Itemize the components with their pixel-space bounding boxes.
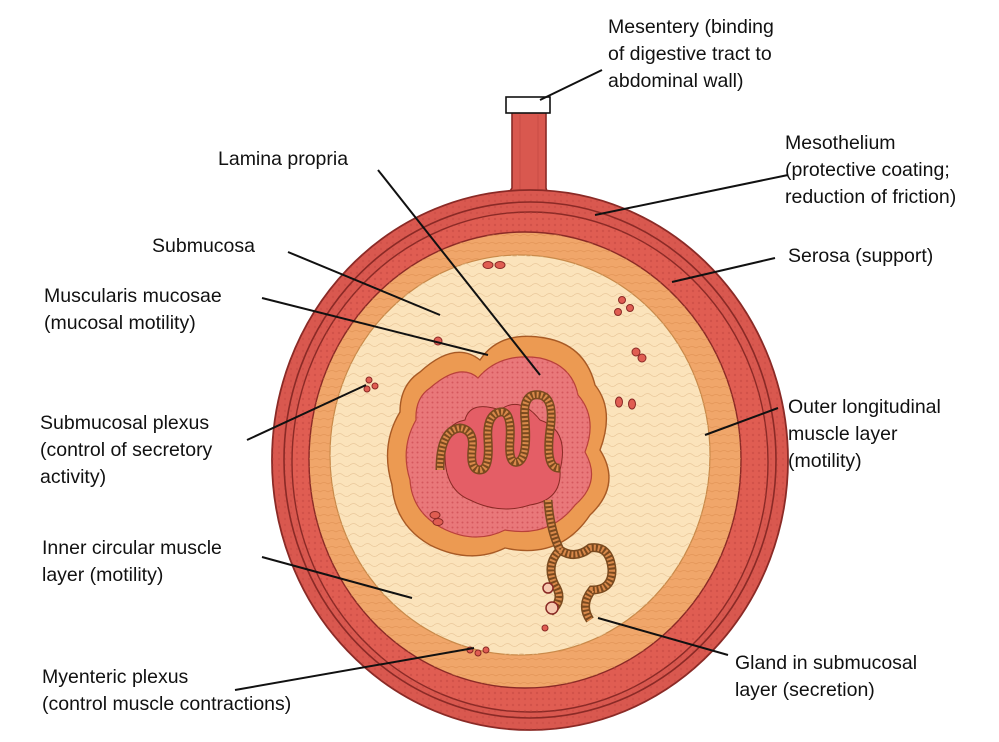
lumen — [443, 403, 563, 510]
leader-myenteric-plexus — [234, 647, 475, 691]
label-mesothelium: Mesothelium (protective coating; reducti… — [785, 132, 957, 208]
leader-mesentery — [539, 69, 603, 101]
mesentery-cut-edge — [505, 96, 551, 114]
label-serosa: Serosa (support) — [788, 245, 934, 267]
mesothelium-line — [283, 201, 777, 719]
label-outer-longitudinal: Outer longitudinal muscle layer (motilit… — [788, 396, 941, 472]
label-lamina-propria: Lamina propria — [218, 148, 349, 170]
label-muscularis-mucosae: Muscularis mucosae (mucosal motility) — [44, 285, 222, 334]
leader-muscularis-mucosae — [261, 297, 489, 356]
mesentery — [489, 96, 591, 206]
leader-gland — [597, 617, 729, 656]
label-myenteric-plexus: Myenteric plexus (control muscle contrac… — [42, 666, 292, 715]
leader-serosa — [671, 257, 776, 283]
label-submucosa: Submucosa — [152, 235, 255, 257]
leader-submucosal-plexus — [246, 384, 367, 441]
label-submucosal-plexus: Submucosal plexus (control of secretory … — [40, 412, 213, 488]
blood-vessels — [429, 261, 647, 632]
leader-mesothelium — [594, 174, 789, 216]
leader-outer-longitudinal — [704, 407, 779, 436]
submucosal-plexus-marker — [363, 336, 443, 393]
leader-submucosa — [287, 251, 441, 316]
leader-lamina-propria — [377, 169, 541, 376]
leader-lines — [234, 69, 789, 691]
label-gland: Gland in submucosal layer (secretion) — [735, 652, 918, 701]
label-inner-circular: Inner circular muscle layer (motility) — [42, 537, 222, 586]
leader-inner-circular — [261, 556, 413, 599]
label-mesentery: Mesentery (binding of digestive tract to… — [608, 16, 774, 92]
